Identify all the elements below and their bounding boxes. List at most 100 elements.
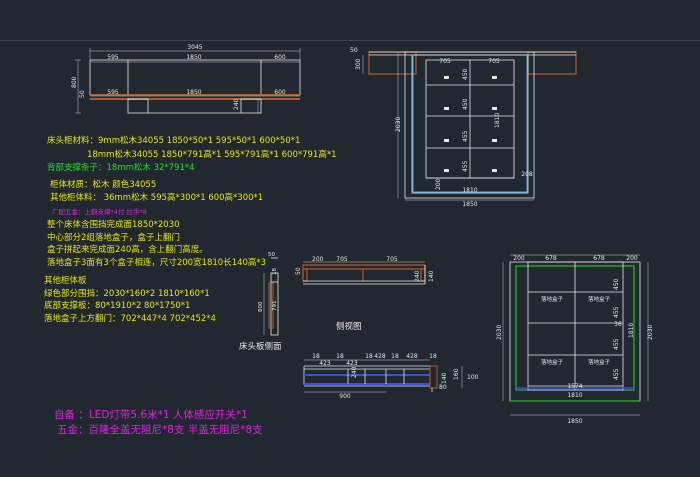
dim-455-c: 455 — [613, 368, 620, 380]
side-elevation-dims: 18 423 18 423 18 428 18 428 18 240 140 1… — [312, 353, 478, 400]
dim-1574: 1574 — [567, 383, 582, 390]
floor-box-label: 落地盒子 — [541, 358, 564, 366]
bed-body-note-4: 落地盒子3面有3个盒子相连，尺寸200宽1810长140高*3 — [47, 258, 267, 268]
headboard-side-view — [263, 257, 279, 336]
dim-450-b: 450 — [462, 98, 469, 110]
dim-50: 50 — [268, 252, 275, 258]
dim-678-b: 678 — [593, 255, 605, 262]
headboard-front-dims: 3045 595 1850 600 595 1850 600 800 50 24… — [71, 44, 286, 110]
dim-1810: 1810 — [567, 392, 582, 399]
dim-428: 428 — [374, 353, 386, 360]
handle-icon — [492, 107, 497, 110]
handle-icon — [444, 139, 449, 142]
dim-455-b: 455 — [613, 338, 620, 350]
dim-200: 200 — [435, 178, 442, 190]
dim-800: 800 — [71, 76, 78, 88]
cabinet-material-note: 柜体材质：松木 颜色34055 — [50, 180, 157, 190]
dim-1850: 1850 — [567, 418, 582, 425]
dim-423: 423 — [319, 360, 331, 367]
dim-423-b: 423 — [346, 360, 358, 367]
plan-bottom-labels: 落地盒子 落地盒子 落地盒子 落地盒子 — [541, 295, 611, 366]
dim-450: 450 — [462, 68, 469, 80]
dim-240: 240 — [414, 270, 421, 282]
bottom-support-note: 底部支撑板：80*1910*2 80*1750*1 — [44, 301, 191, 311]
dim-705: 705 — [439, 58, 451, 65]
headboard-side-label: 床头板侧面 — [239, 342, 282, 352]
headboard-front-view — [75, 48, 301, 114]
dim-3045: 3045 — [187, 44, 202, 51]
other-boards-title: 其他柜体板 — [44, 276, 87, 286]
handle-icon — [492, 76, 497, 79]
dim-160: 160 — [453, 368, 460, 380]
dim-200: 200 — [312, 256, 324, 263]
dim-2030: 2030 — [395, 117, 402, 132]
dim-140: 140 — [441, 372, 448, 384]
dim-600-lower: 600 — [274, 89, 286, 96]
dim-50: 50 — [295, 267, 302, 275]
dim-2030: 2030 — [496, 325, 503, 340]
dim-900: 900 — [339, 393, 351, 400]
dim-240: 240 — [351, 366, 358, 378]
handle-icon — [444, 76, 449, 79]
bed-body-note-3: 盒子拼起来完成面240高，含上翻门高度。 — [47, 245, 208, 255]
headboard-material-note: 床头柜材料：9mm松木34055 1850*50*1 595*50*1 600*… — [47, 136, 301, 146]
dim-1810: 1810 — [462, 187, 477, 194]
dim-18-d: 18 — [391, 353, 399, 360]
side-view-label: 侧视图 — [336, 322, 362, 332]
other-cabinet-note: 其他柜体料： 36mm松木 595高*300*1 600高*300*1 — [50, 193, 264, 203]
headboard-material-note-2: 18mm松木34055 1850*791高*1 595*791高*1 600*7… — [87, 150, 337, 160]
handle-icon — [492, 139, 497, 142]
dim-18-e: 18 — [429, 353, 437, 360]
dim-200-b: 200 — [626, 255, 638, 262]
dim-1850: 1850 — [186, 54, 201, 61]
dim-1810-v: 1810 — [494, 113, 501, 128]
toolbar-divider — [0, 40, 700, 41]
dim-240: 240 — [233, 98, 240, 110]
side-elevation-view — [303, 359, 463, 393]
dim-705: 705 — [336, 256, 348, 263]
dim-50: 50 — [79, 90, 86, 98]
dim-1850: 1850 — [462, 201, 477, 208]
dim-140: 140 — [428, 270, 435, 282]
dim-678: 678 — [545, 255, 557, 262]
dim-2030-b: 2030 — [647, 325, 654, 340]
plan-top-icons — [444, 76, 497, 172]
box-section-view — [302, 261, 426, 285]
dim-595-lower: 595 — [107, 89, 119, 96]
dim-80: 80 — [439, 384, 447, 391]
dim-705-b: 705 — [386, 256, 398, 263]
hardware-note: 五金：百隆全盖无阻尼*8支 半盖无阻尼*8支 — [57, 424, 263, 436]
dim-450: 450 — [613, 278, 620, 290]
dim-428-b: 428 — [406, 353, 418, 360]
plan-top-view — [362, 51, 577, 201]
dim-18-c: 18 — [365, 353, 373, 360]
handle-icon — [492, 169, 497, 172]
headboard-side-dims: 50 800 18 791 — [258, 252, 278, 312]
dim-100: 100 — [467, 374, 479, 381]
dim-705-b: 705 — [488, 58, 500, 65]
dim-455: 455 — [462, 130, 469, 142]
dim-50: 50 — [350, 47, 358, 54]
floor-box-label: 落地盒子 — [588, 358, 611, 366]
dim-800: 800 — [258, 301, 264, 312]
dim-455-b: 455 — [462, 160, 469, 172]
dim-18: 18 — [312, 353, 320, 360]
handle-icon — [444, 169, 449, 172]
handle-icon — [444, 107, 449, 110]
back-support-note: 背部支撑条子：18mm松木 32*791*4 — [47, 163, 195, 173]
dim-18-b: 18 — [336, 353, 344, 360]
dim-200: 200 — [513, 255, 525, 262]
bed-body-note-1: 整个床体含围挡完成面1850*2030 — [47, 220, 180, 230]
bed-body-note-2: 中心部分2组落地盒子，盒子上翻门 — [47, 233, 180, 243]
dim-208: 208 — [521, 171, 533, 178]
dim-791: 791 — [272, 301, 278, 312]
self-provided-note: 自备 ：LED灯带5.6米*1 人体感应开关*1 — [54, 409, 248, 421]
dim-600: 600 — [274, 54, 286, 61]
dim-1810-v: 1810 — [628, 323, 635, 338]
plan-bottom-dims: 200 678 678 200 2030 2030 450 455 455 45… — [496, 255, 654, 425]
dim-18: 18 — [272, 268, 278, 275]
floor-box-label: 落地盒子 — [541, 295, 564, 303]
dim-300: 300 — [355, 58, 362, 70]
box-section-dims: 200 705 705 50 240 140 — [295, 256, 435, 282]
